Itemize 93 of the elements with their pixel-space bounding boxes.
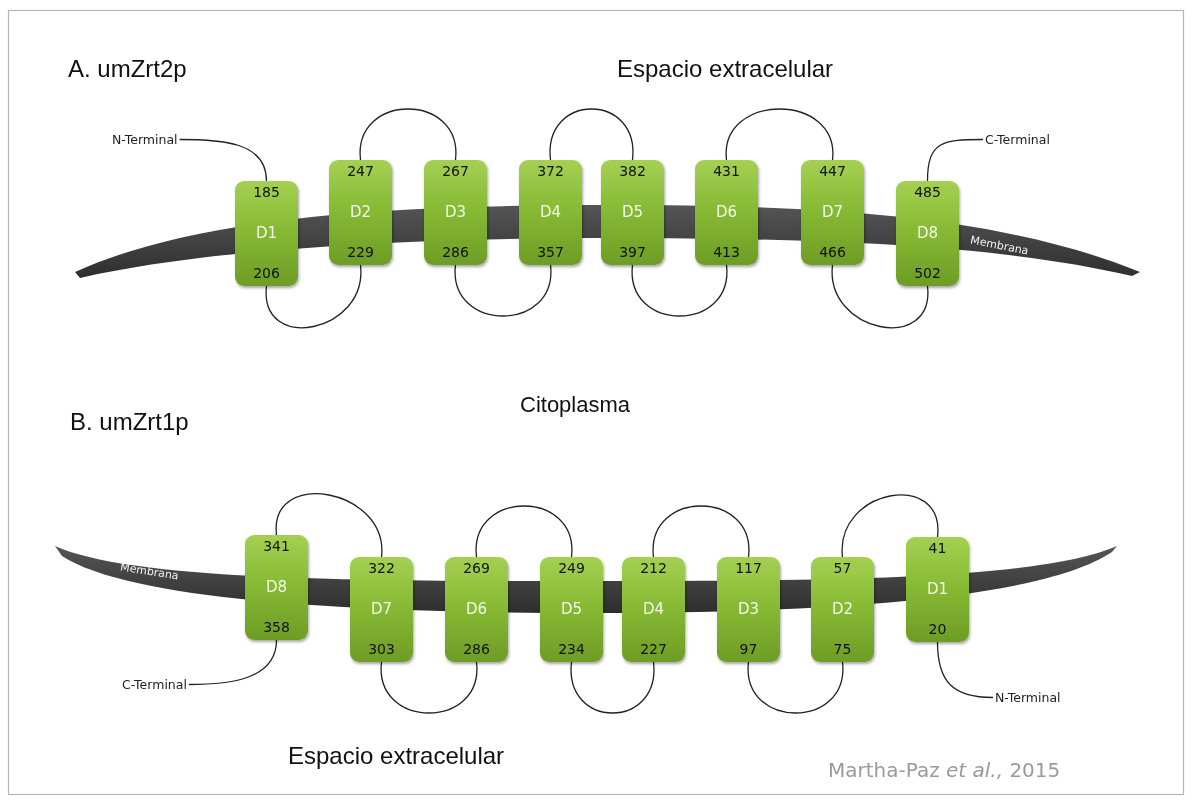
residue-number: 267 [442,163,469,180]
loop-connector [570,661,655,714]
residue-number: 502 [914,265,941,282]
loop-connector [380,661,478,714]
residue-number: 322 [368,560,395,577]
terminal-tail [178,138,268,182]
residue-number: 431 [713,163,740,180]
domain-label: D2 [349,203,372,221]
residue-number: 20 [928,621,947,638]
terminus-label: C-Terminal [985,132,1050,147]
residue-number: 117 [735,560,762,577]
loop-connector [275,493,383,558]
domain-label: D5 [621,203,644,221]
residue-number: 75 [833,641,852,658]
transmembrane-domain [445,557,508,662]
transmembrane-domain [906,537,969,642]
residue-number: 212 [640,560,667,577]
terminus-label: C-Terminal [122,677,187,692]
residue-number: 485 [914,184,941,201]
residue-number: 466 [819,244,846,261]
loop-connector [652,505,750,558]
transmembrane-domain [896,181,959,286]
loop-connector [265,264,362,329]
loop-connector [747,661,844,714]
residue-number: 234 [558,641,585,658]
terminal-tail [188,639,278,686]
panel-title: B. umZrt1p [70,408,189,436]
transmembrane-domain [695,160,758,265]
residue-number: 372 [537,163,564,180]
transmembrane-domain [811,557,874,662]
citation: Martha-Paz et al., 2015 [828,758,1061,782]
residue-number: 247 [347,163,374,180]
transmembrane-domain [329,160,392,265]
domain-label: D4 [642,600,665,618]
membrane-label: Membrana [119,560,180,583]
domain-label: D3 [444,203,467,221]
transmembrane-domain [801,160,864,265]
transmembrane-domain [350,557,413,662]
residue-number: 447 [819,163,846,180]
transmembrane-domain [717,557,780,662]
transmembrane-domain [235,181,298,286]
residue-number: 97 [739,641,758,658]
region-label: Espacio extracelular [288,742,505,770]
loop-connector [549,108,634,161]
residue-number: 229 [347,244,374,261]
residue-number: 57 [833,560,852,577]
loop-connector [475,505,573,558]
domain-label: D6 [715,203,738,221]
residue-number: 397 [619,244,646,261]
transmembrane-domain [424,160,487,265]
residue-number: 303 [368,641,395,658]
residue-number: 249 [558,560,585,577]
transmembrane-domain [519,160,582,265]
loop-connector [631,264,728,317]
residue-number: 286 [463,641,490,658]
domain-label: D5 [560,600,583,618]
domain-label: D8 [265,578,288,596]
region-label: Citoplasma [520,392,631,418]
residue-number: 227 [640,641,667,658]
domain-label: D4 [539,203,562,221]
residue-number: 341 [263,538,290,555]
residue-number: 357 [537,244,564,261]
transmembrane-domain [245,535,308,640]
loop-connector [841,494,939,558]
region-label: Espacio extracelular [617,55,834,83]
residue-number: 413 [713,244,740,261]
transmembrane-domain [622,557,685,662]
domain-label: D6 [465,600,488,618]
transmembrane-domain [601,160,664,265]
loop-connector [831,264,929,329]
loop-connector [454,264,552,317]
domain-label: D7 [821,203,844,221]
loop-connector [725,108,834,161]
domain-label: D8 [916,224,939,242]
terminus-label: N-Terminal [112,132,178,147]
domain-label: D1 [926,580,949,598]
residue-number: 185 [253,184,280,201]
residue-number: 269 [463,560,490,577]
residue-number: 41 [928,540,947,557]
terminus-label: N-Terminal [995,690,1061,705]
residue-number: 382 [619,163,646,180]
terminal-tail [926,138,984,182]
terminal-tail [936,641,994,699]
domain-label: D7 [370,600,393,618]
residue-number: 206 [253,265,280,282]
domain-label: D3 [737,600,760,618]
residue-number: 358 [263,619,290,636]
residue-number: 286 [442,244,469,261]
domain-label: D1 [255,224,278,242]
domain-label: D2 [831,600,854,618]
transmembrane-domain [540,557,603,662]
loop-connector [359,108,457,161]
panel-title: A. umZrt2p [68,55,187,83]
